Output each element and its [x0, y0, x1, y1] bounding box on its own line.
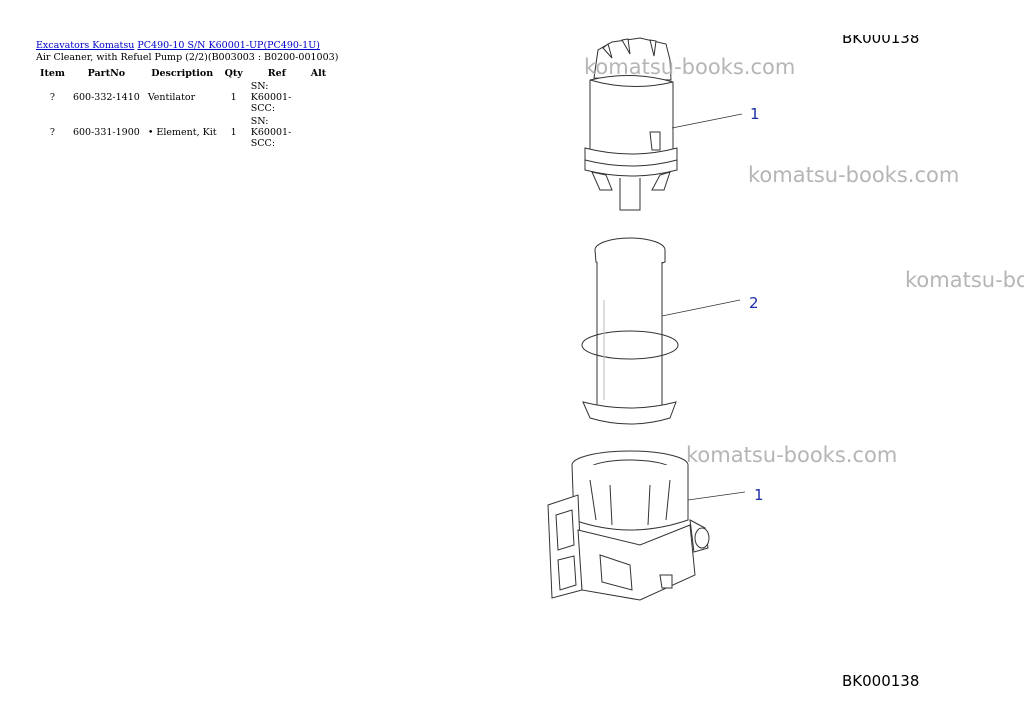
cell-description: • Element, Kit — [147, 127, 217, 138]
column-header-item: Item — [40, 67, 65, 79]
breadcrumb: Excavators Komatsu PC490-10 S/N K60001-U… — [36, 40, 338, 52]
callout-label-element: 2 — [749, 294, 759, 312]
page-header: Excavators Komatsu PC490-10 S/N K60001-U… — [36, 40, 338, 64]
watermark-text: komatsu-books.com — [748, 163, 959, 187]
column-header-alt: Alt — [310, 67, 327, 79]
table-header-row: Item PartNo Description Qty Ref Alt — [36, 66, 330, 80]
page-subtitle: Air Cleaner, with Refuel Pump (2/2)(B003… — [36, 52, 339, 63]
column-header-description: Description — [151, 67, 214, 79]
callout-label-ventilator: 1 — [750, 105, 760, 123]
cell-qty: 1 — [230, 92, 237, 103]
cell-qty: 1 — [230, 127, 237, 138]
cell-ref-line: SCC: — [250, 103, 276, 114]
breadcrumb-link-excavators[interactable]: Excavators Komatsu — [36, 40, 135, 51]
table-row: ? 600-331-1900 • Element, Kit 1 SN: K600… — [36, 115, 330, 150]
cell-item: ? — [49, 127, 56, 138]
drawing-number: BK000138 — [842, 672, 919, 690]
cell-ref-line: SN: K60001- — [250, 116, 292, 138]
cell-part-no: 600-331-1900 — [72, 127, 140, 138]
column-header-partno: PartNo — [87, 67, 126, 79]
callout-label-housing: 1 — [754, 486, 764, 504]
watermark-text: komatsu-books.com — [584, 55, 795, 79]
housing-illustration — [547, 450, 710, 601]
parts-table: Item PartNo Description Qty Ref Alt ? 60… — [36, 66, 330, 150]
table-row: ? 600-332-1410 Ventilator 1 SN: K60001- … — [36, 80, 330, 115]
cell-ref: SN: K60001- SCC: — [247, 115, 307, 150]
watermark-text: komatsu-books.com — [686, 443, 897, 467]
cell-ref-line: SN: K60001- — [250, 81, 292, 103]
column-header-ref: Ref — [267, 67, 286, 79]
breadcrumb-link-model[interactable]: PC490-10 S/N K60001-UP(PC490-1U) — [137, 40, 320, 51]
cell-description: Ventilator — [147, 92, 196, 103]
ventilator-illustration — [584, 37, 678, 211]
cell-ref-line: SCC: — [250, 138, 276, 149]
cell-part-no: 600-332-1410 — [72, 92, 140, 103]
cell-ref: SN: K60001- SCC: — [247, 80, 307, 115]
cell-item: ? — [49, 92, 56, 103]
watermark-text: komatsu-bo — [905, 268, 1024, 292]
leader-lines — [661, 113, 746, 501]
column-header-qty: Qty — [224, 67, 243, 79]
element-illustration — [581, 237, 679, 425]
